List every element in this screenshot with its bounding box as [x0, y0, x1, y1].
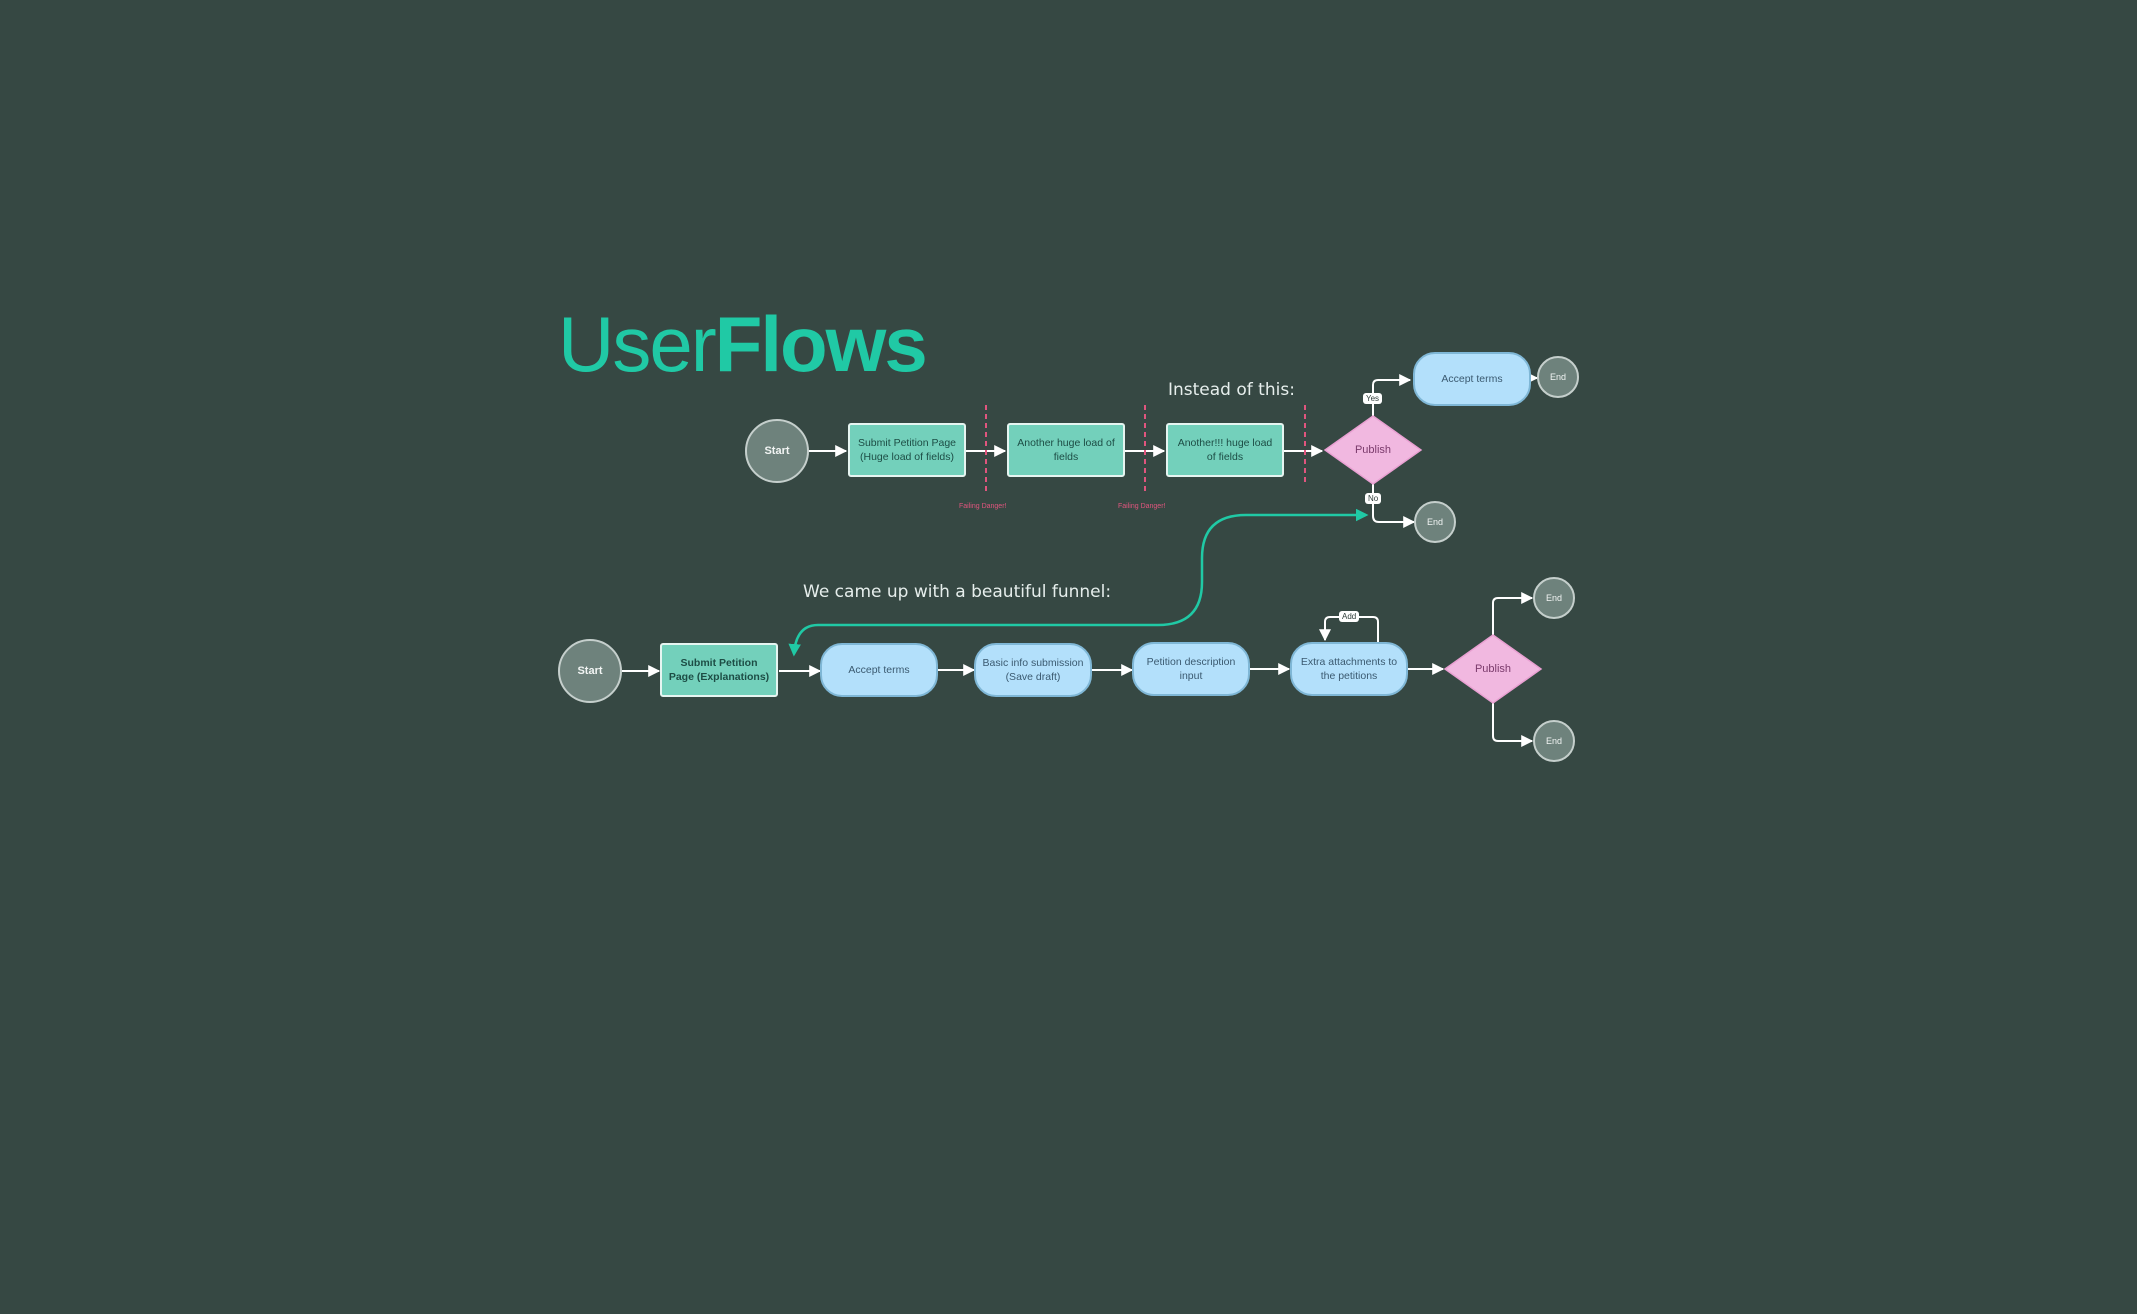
new-first-step: Submit Petition Page (Explanations) [660, 643, 778, 697]
new-step-basic-info: Basic info submission (Save draft) [974, 643, 1092, 697]
connector-publish-to-end-top [1492, 592, 1534, 635]
new-flow-connectors [622, 592, 1534, 747]
old-step-2: Another huge load of fields [1007, 423, 1125, 477]
danger-label-1: Failing Danger! [959, 503, 1007, 510]
title-bold-part: Flows [714, 300, 928, 388]
old-end-no: End [1414, 501, 1456, 543]
old-accept-terms: Accept terms [1413, 352, 1531, 406]
old-step-1: Submit Petition Page (Huge load of field… [848, 423, 966, 477]
old-start-node: Start [745, 419, 809, 483]
new-start-node: Start [558, 639, 622, 703]
new-step-attachments: Extra attachments to the petitions [1290, 642, 1408, 696]
old-end-yes: End [1537, 356, 1579, 398]
new-step-accept-terms: Accept terms [820, 643, 938, 697]
old-publish-label: Publish [1354, 444, 1392, 456]
page-title: UserFlows [558, 305, 928, 383]
add-loop-tag: Add [1339, 611, 1360, 622]
new-end-bottom: End [1533, 720, 1575, 762]
danger-label-2: Failing Danger! [1118, 503, 1166, 510]
title-light-part: User [558, 300, 717, 388]
danger-dividers [985, 405, 1306, 494]
old-step-3: Another!!! huge load of fields [1166, 423, 1284, 477]
connector-publish-to-end-bottom [1492, 703, 1534, 747]
yes-tag: Yes [1363, 393, 1383, 404]
new-flow-heading: We came up with a beautiful funnel: [803, 582, 1112, 602]
old-flow-heading: Instead of this: [1168, 380, 1295, 400]
old-publish-diamond [1323, 415, 1423, 485]
new-step-description: Petition description input [1132, 642, 1250, 696]
new-publish-label: Publish [1474, 663, 1512, 675]
new-publish-diamond [1443, 634, 1543, 704]
connector-publish-yes [1372, 374, 1412, 416]
teal-funnel-arrow [788, 508, 1369, 657]
new-end-top: End [1533, 577, 1575, 619]
no-tag: No [1365, 493, 1382, 504]
connector-publish-no [1372, 484, 1416, 528]
